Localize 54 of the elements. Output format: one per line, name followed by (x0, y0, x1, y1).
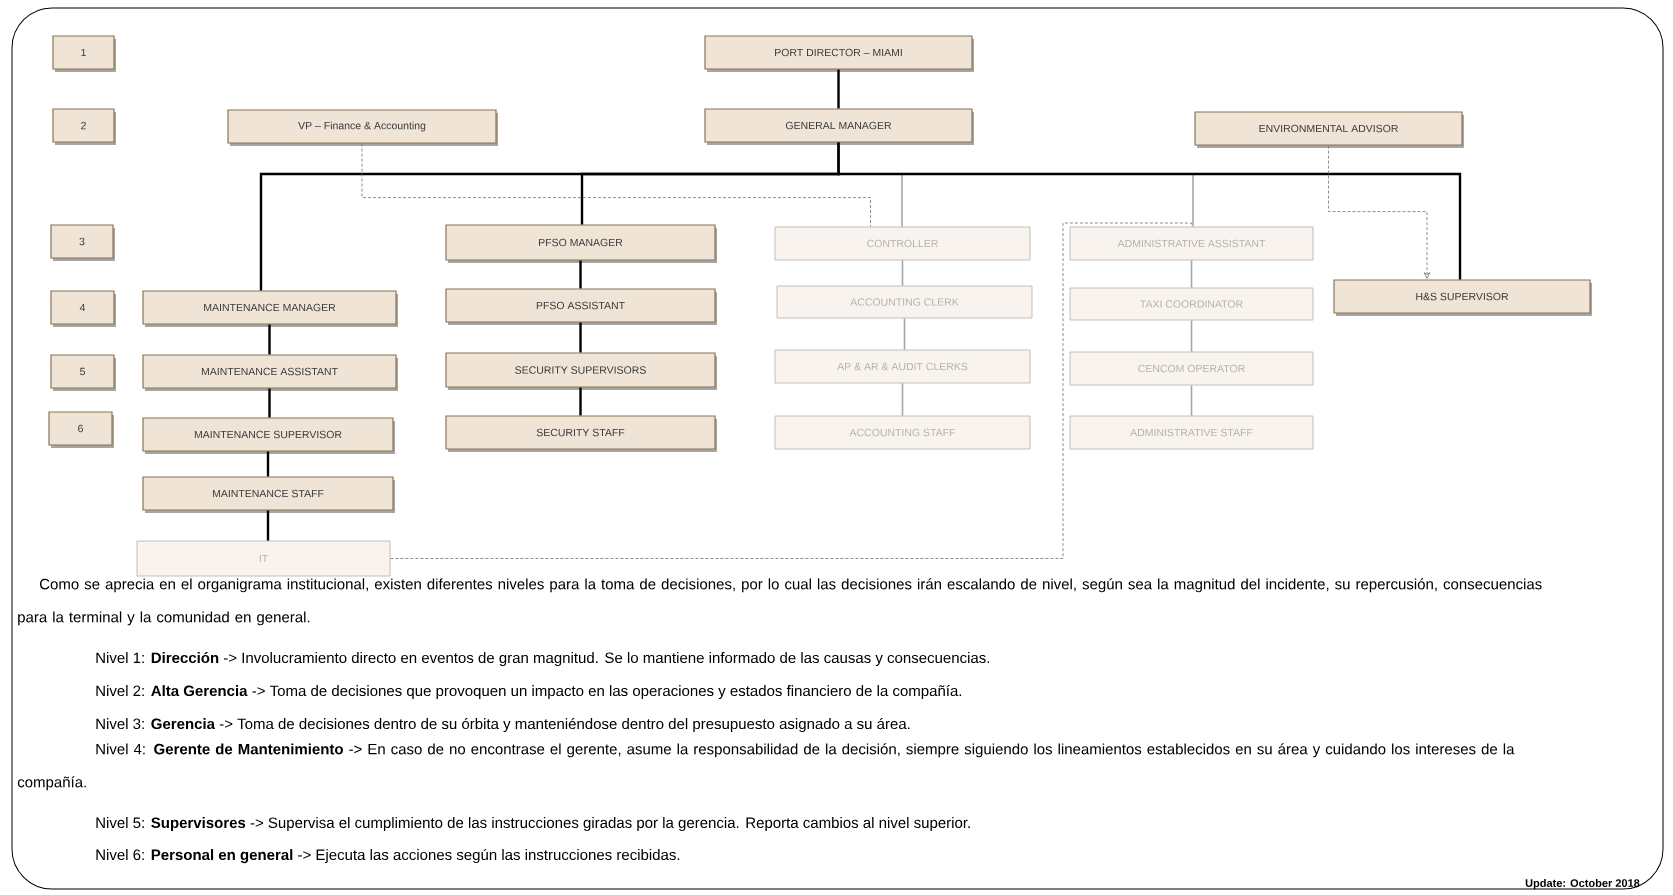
connector-line (579, 387, 582, 416)
connector-line (837, 69, 840, 109)
org-box: ACCOUNTING CLERK (776, 285, 1033, 319)
level-box: 6 (48, 411, 113, 446)
connector-line (901, 382, 904, 417)
connector-line (1190, 384, 1193, 417)
update-note: Update: October 2018 (1525, 878, 1640, 890)
level-box: 1 (52, 35, 115, 70)
org-box: PFSO MANAGER (445, 224, 716, 261)
paragraph: Como se aprecia en el organigrama institucional, existen diferentes niveles para la toma de decisiones, por lo cual las decisiones irán escalando de nivel, según sea la magnitud del incidente, su repercusión, consecuencias para la terminal y la comunidad en general. (18, 578, 1542, 626)
connector-line (266, 510, 270, 541)
connector-line (579, 260, 582, 289)
connector-line (901, 259, 904, 287)
org-box: MAINTENANCE SUPERVISOR (142, 417, 394, 452)
org-box: CONTROLLER (774, 226, 1031, 261)
level-box: 3 (50, 224, 114, 259)
org-box: H&S SUPERVISOR (1333, 279, 1591, 314)
level-description: Nivel 1: Dirección -> Involucramiento directo en eventos de gran magnitud. Se lo mantiene informado de las causas y consecuencias. (96, 651, 990, 667)
dashed-connector (1328, 145, 1431, 279)
dashed-connector (389, 222, 1192, 559)
connector-line (579, 322, 582, 353)
level-description: Nivel 5: Supervisores -> Supervisa el cumplimiento de las instrucciones giradas por la gerencia. Reporta cambios al nivel superior. (96, 817, 970, 831)
connector-line (268, 388, 271, 418)
org-box: SECURITY SUPERVISORS (445, 352, 716, 388)
dashed-connector (361, 143, 871, 228)
connector-line (268, 324, 271, 355)
level-box: 5 (50, 354, 115, 389)
level-description: Nivel 3: Gerencia -> Toma de decisiones dentro de su órbita y manteniéndose dentro del presupuesto asignado a su área. (96, 717, 910, 733)
level-description: Nivel 2: Alta Gerencia -> Toma de decisiones que provoquen un impacto en las operaciones y estados financiero de la compañía. (96, 684, 962, 700)
connector-line (1190, 319, 1193, 353)
org-box: VP – Finance & Accounting (227, 109, 497, 144)
org-box: MAINTENANCE ASSISTANT (142, 354, 397, 389)
org-box: MAINTENANCE MANAGER (142, 290, 397, 325)
org-box: GENERAL MANAGER (704, 108, 973, 143)
connector-line (266, 451, 270, 477)
org-box: ADMINISTRATIVE STAFF (1069, 415, 1314, 450)
paragraph: Nivel 4: Gerente de Mantenimiento -> En caso de no encontrase el gerente, asume la responsabilidad de la decisión, siempre siguiendo los lineamientos establecidos en su área y cuidando los intereses de la compañía. (17, 743, 1515, 791)
connector-line (1190, 259, 1193, 289)
connector-line (903, 317, 906, 351)
org-box: ENVIRONMENTAL ADVISOR (1194, 111, 1463, 146)
level-description: Nivel 6: Personal en general -> Ejecuta las acciones según las instrucciones recibidas. (96, 848, 680, 864)
org-box: PORT DIRECTOR – MIAMI (704, 35, 973, 70)
org-box: SECURITY STAFF (445, 415, 716, 450)
org-box: ACCOUNTING STAFF (774, 415, 1031, 450)
org-box: MAINTENANCE STAFF (142, 476, 394, 511)
org-box: CENCOM OPERATOR (1069, 351, 1314, 386)
level-box: 2 (52, 108, 115, 143)
connector-line (837, 142, 1462, 280)
org-box: IT (136, 540, 391, 577)
org-box: PFSO ASSISTANT (445, 288, 716, 323)
org-box: AP & AR & AUDIT CLERKS (774, 349, 1031, 384)
level-box: 4 (50, 290, 115, 325)
org-box: TAXI COORDINATOR (1069, 287, 1314, 321)
org-box: ADMINISTRATIVE ASSISTANT (1069, 226, 1314, 261)
